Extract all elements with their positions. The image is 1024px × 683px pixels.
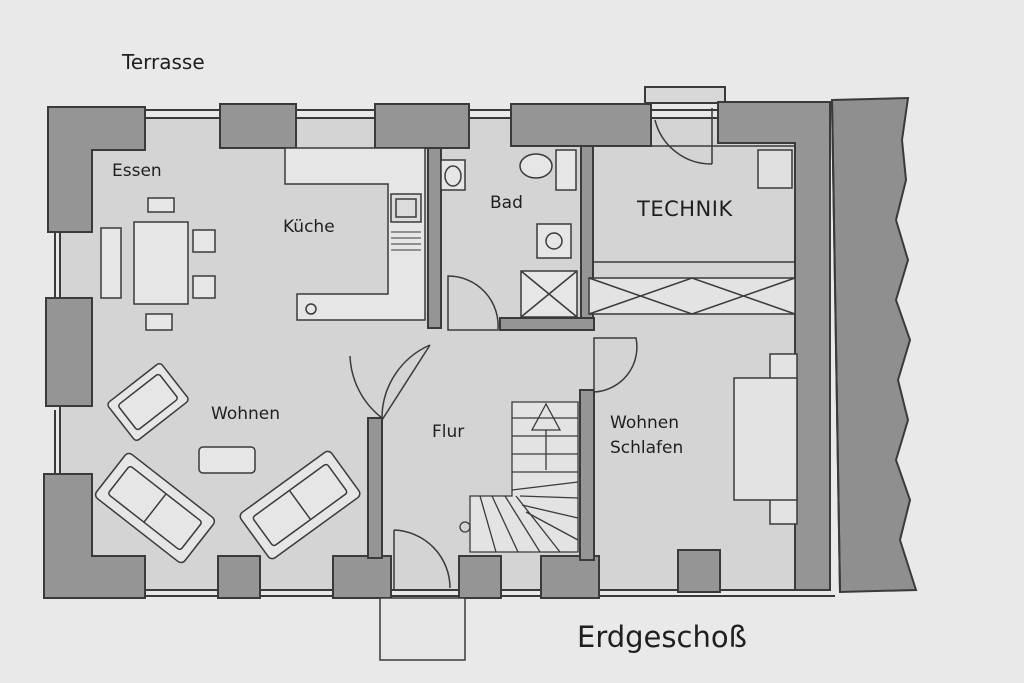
- outside-label-terrasse: Terrasse: [122, 50, 205, 74]
- dining-table-icon: [100, 197, 216, 331]
- sofa-icon: [94, 452, 216, 564]
- room-label-bad: Bad: [490, 193, 523, 213]
- room-label-wohnen: Wohnen: [211, 404, 280, 424]
- sofa-icon: [239, 450, 361, 560]
- room-label-wohnen-schlafen: Wohnen Schlafen: [610, 411, 683, 461]
- room-label-kueche: Küche: [283, 217, 335, 237]
- wardrobe: [588, 277, 796, 315]
- entrance: [379, 529, 466, 661]
- armchair-icon: [107, 363, 189, 441]
- room-label-wohnen-schlafen-line2: Schlafen: [610, 438, 684, 458]
- bed-icon: [733, 353, 798, 525]
- stair-arrow-icon: [459, 401, 579, 553]
- kitchen-counter-icon: [284, 147, 426, 321]
- room-label-wohnen-schlafen-line1: Wohnen: [610, 413, 679, 433]
- wall-blocks: [43, 86, 831, 599]
- room-label-essen: Essen: [112, 161, 162, 181]
- floor-title: Erdgeschoß: [577, 620, 747, 654]
- door-swing-icon: [654, 108, 713, 165]
- room-label-flur: Flur: [432, 422, 465, 442]
- coffee-table: [198, 446, 256, 474]
- room-label-technik: TECHNIK: [637, 197, 733, 221]
- sink-icon: [440, 159, 466, 191]
- shower-icon: [520, 270, 578, 318]
- toilet-icon: [519, 149, 577, 191]
- neighbour-building: [830, 96, 918, 594]
- door-swing-icon: [349, 275, 638, 423]
- sink-icon: [536, 223, 572, 259]
